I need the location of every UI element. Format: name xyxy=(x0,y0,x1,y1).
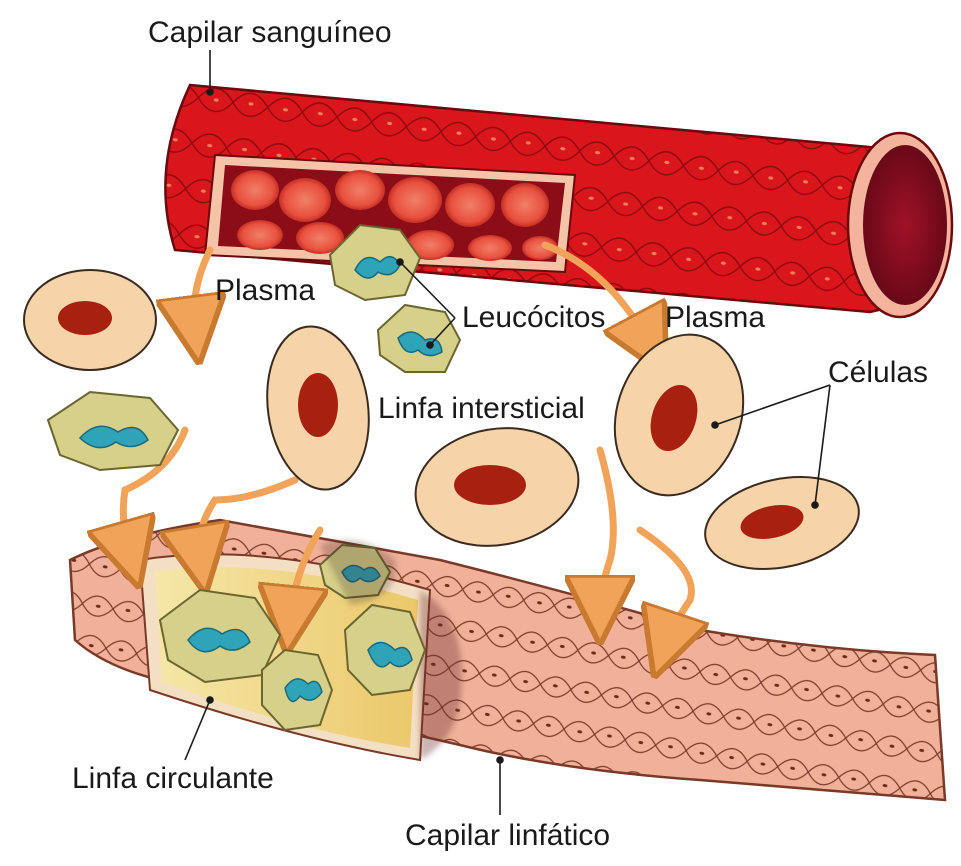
tissue-cell xyxy=(406,416,588,559)
tissue-cell xyxy=(697,464,868,583)
tissue-cell xyxy=(257,320,379,496)
label-leucocitos: Leucócitos xyxy=(462,301,605,334)
label-capilar-sanguineo: Capilar sanguíneo xyxy=(148,16,392,49)
label-celulas: Células xyxy=(828,356,928,389)
leukocyte xyxy=(378,305,460,372)
arrow-plasma-left xyxy=(194,250,210,330)
tissue-cell xyxy=(595,318,764,512)
tissue-cell xyxy=(24,270,156,370)
label-capilar-linfatico: Capilar linfático xyxy=(405,819,610,852)
label-plasma-left: Plasma xyxy=(215,274,315,307)
label-linfa-intersticial: Linfa intersticial xyxy=(378,392,585,425)
arrow-to-lymph-4 xyxy=(600,450,613,610)
leader-linfa-circulante xyxy=(185,700,210,760)
leukocyte xyxy=(48,392,178,470)
label-plasma-right: Plasma xyxy=(665,301,765,334)
label-linfa-circulante: Linfa circulante xyxy=(72,762,274,795)
